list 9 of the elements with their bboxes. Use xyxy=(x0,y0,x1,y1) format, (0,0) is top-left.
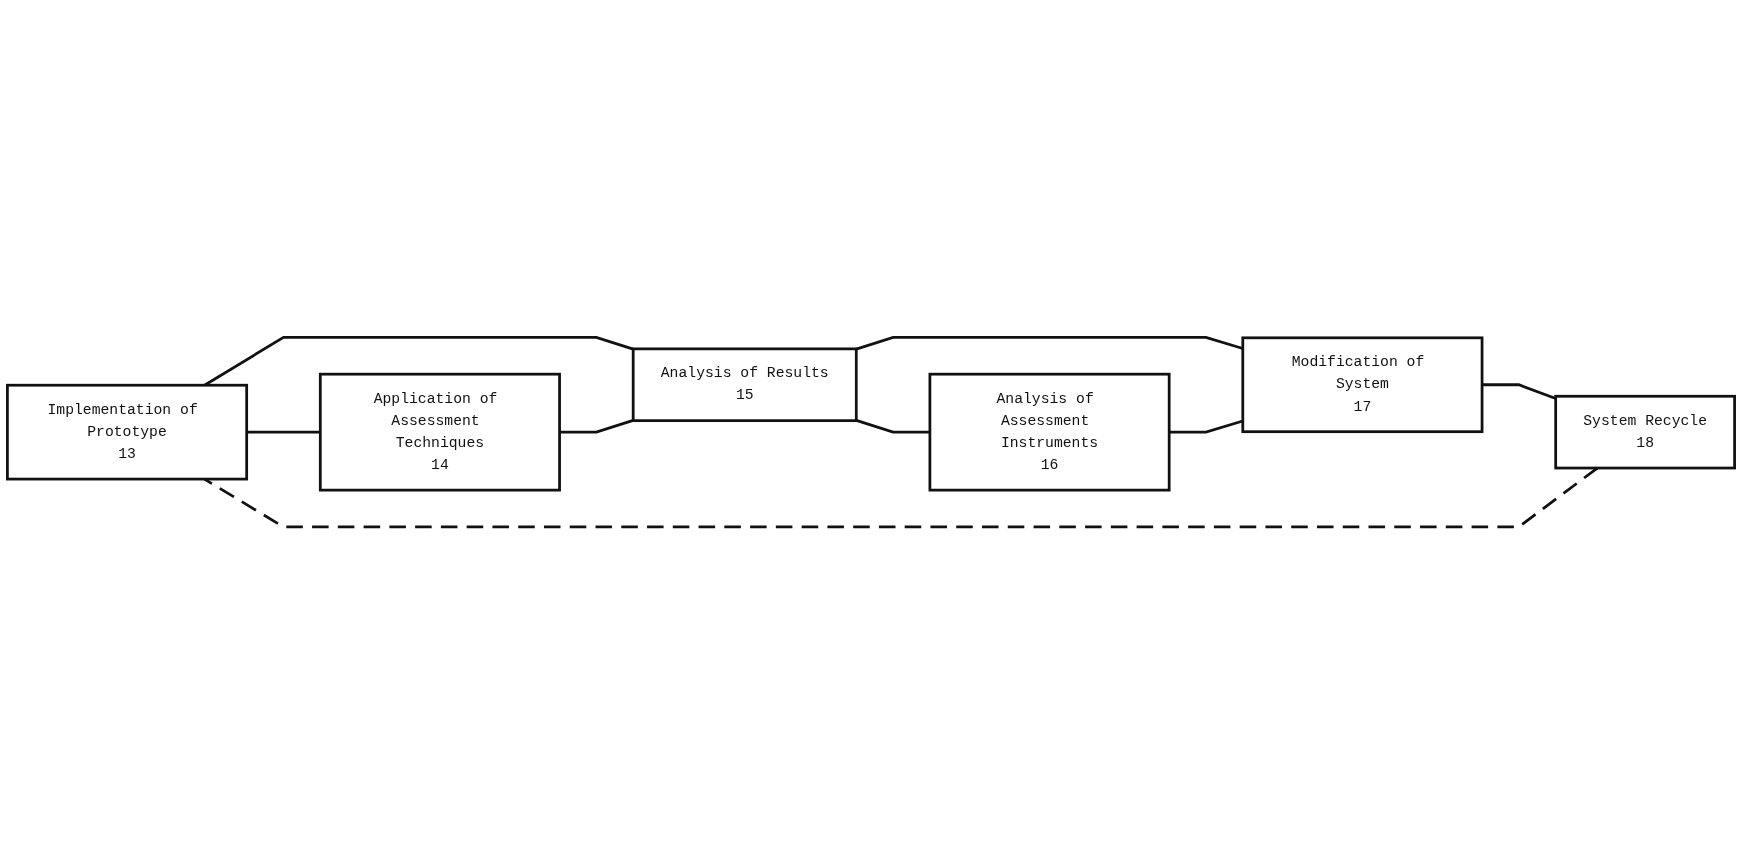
connector xyxy=(559,418,634,434)
node-box: System Recycle 18 xyxy=(1554,394,1736,470)
node-box: Application of Assessment Techniques 14 xyxy=(318,372,561,492)
connector xyxy=(246,430,321,434)
connector xyxy=(855,418,930,434)
node-box: Analysis of Assessment Instruments 16 xyxy=(928,372,1171,492)
node-box: Analysis of Results 15 xyxy=(631,347,858,422)
node-box: Modification of System 17 xyxy=(1241,336,1484,433)
node-box: Implementation of Prototype 13 xyxy=(6,383,249,481)
